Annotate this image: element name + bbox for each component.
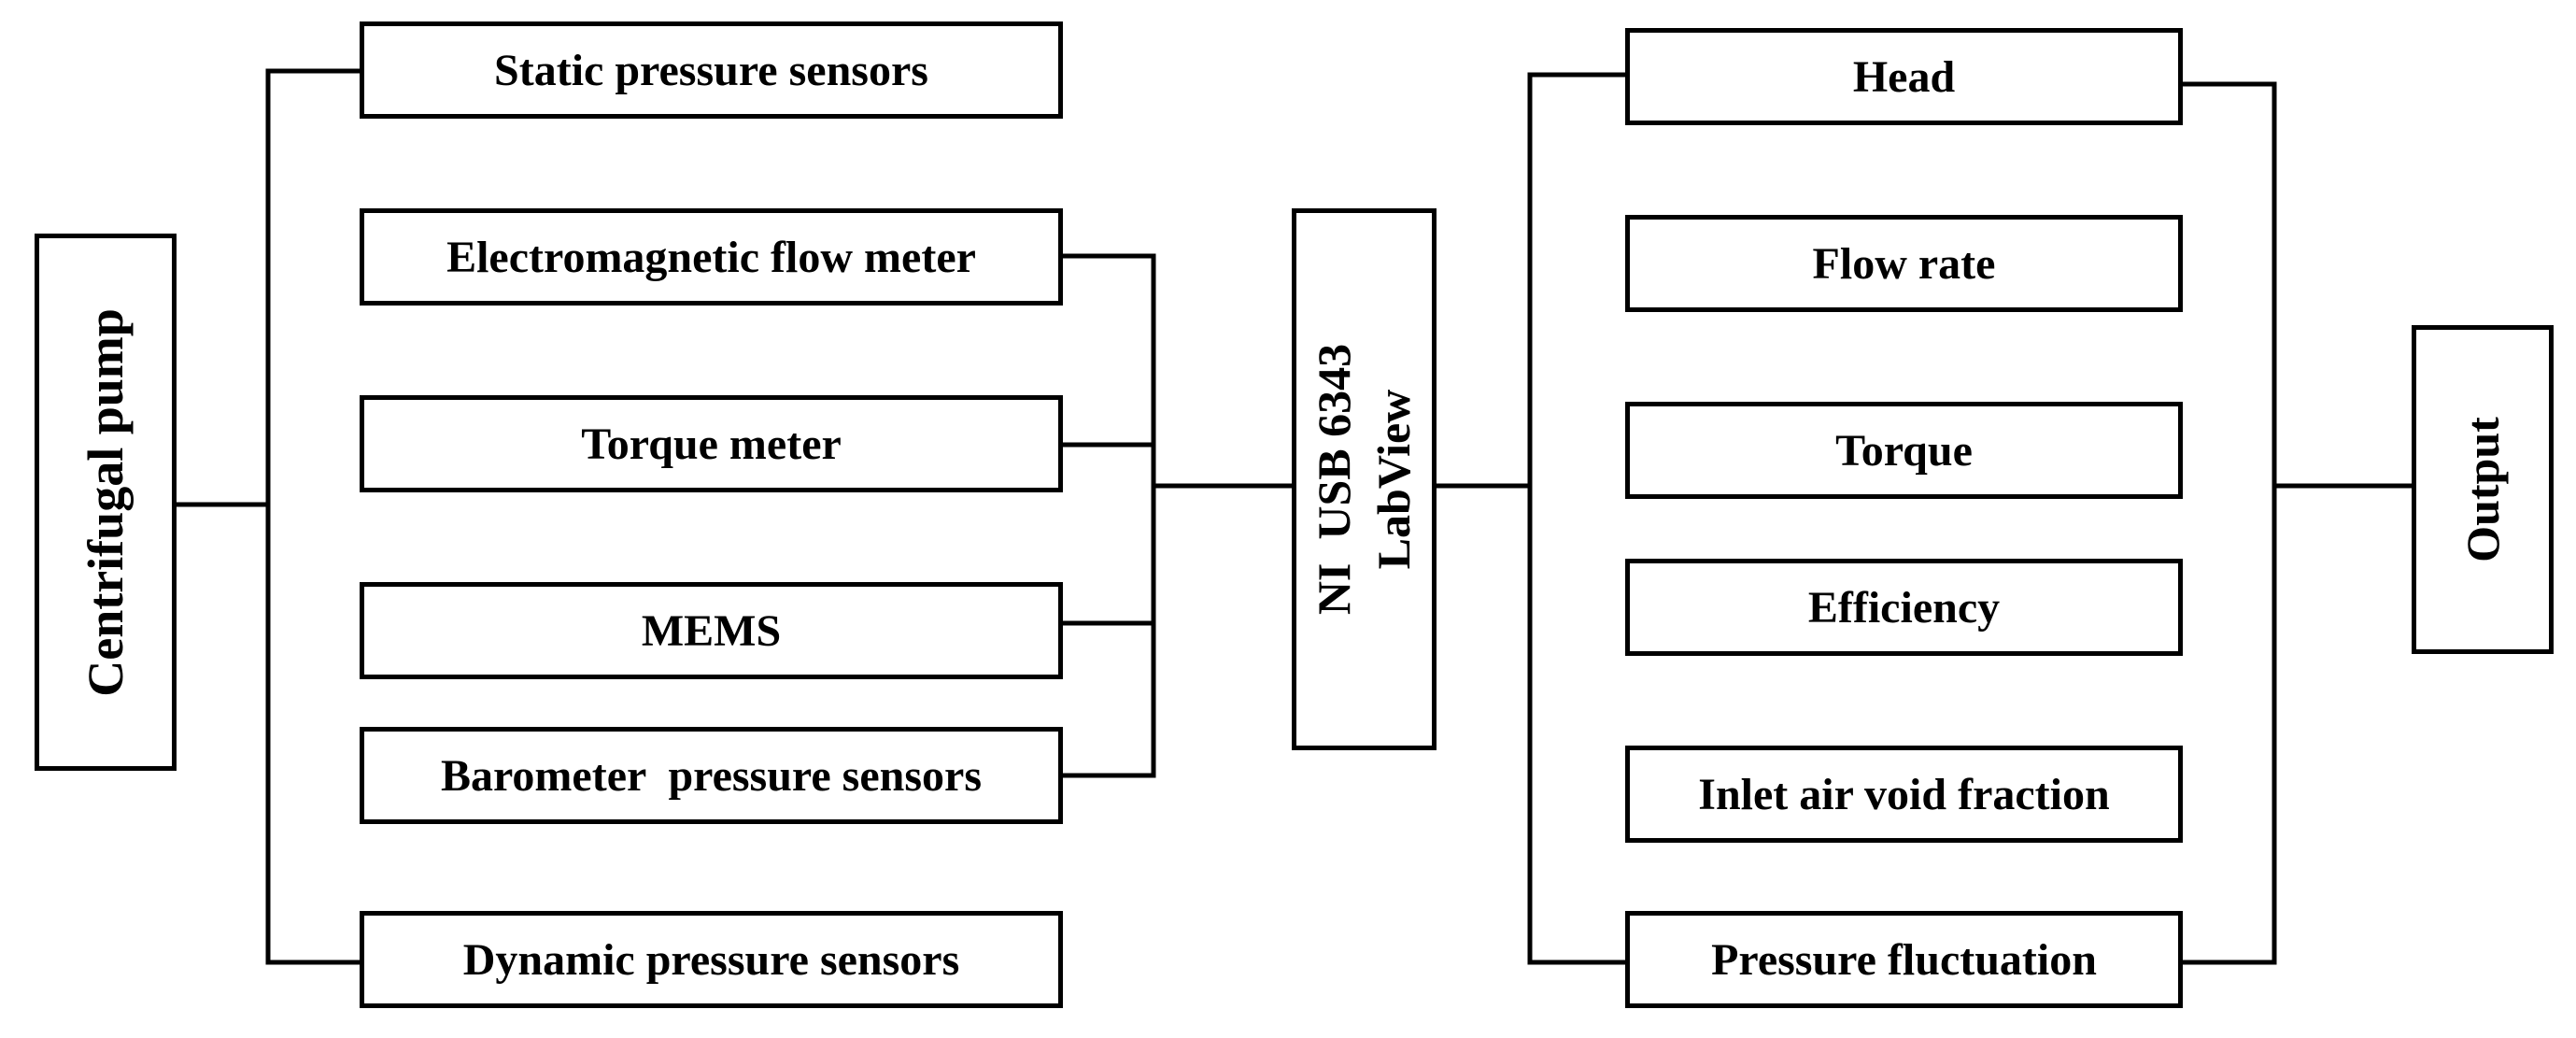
output-inlet-air-void-fraction: Inlet air void fraction <box>1625 746 2183 843</box>
sensor-label: Torque meter <box>581 419 842 469</box>
output-head: Head <box>1625 28 2183 125</box>
output-flow-rate: Flow rate <box>1625 215 2183 312</box>
output-label: Pressure fluctuation <box>1711 934 2097 985</box>
final-output-label: Output <box>2456 417 2509 562</box>
sensor-mems: MEMS <box>360 582 1063 679</box>
sensor-label: Static pressure sensors <box>494 45 928 95</box>
sensor-label: Barometer pressure sensors <box>440 750 983 801</box>
sensor-dynamic-pressure: Dynamic pressure sensors <box>360 911 1063 1008</box>
output-label: Inlet air void fraction <box>1698 769 2110 819</box>
daq-box: NI USB 6343 LabView <box>1292 208 1437 750</box>
output-label: Torque <box>1835 425 1973 476</box>
centrifugal-pump-box: Centrifugal pump <box>35 234 177 771</box>
daq-line2: LabView <box>1367 389 1421 570</box>
centrifugal-pump-label: Centrifugal pump <box>78 307 134 697</box>
output-label: Head <box>1852 51 1956 102</box>
final-output-box: Output <box>2412 325 2554 654</box>
output-pressure-fluctuation: Pressure fluctuation <box>1625 911 2183 1008</box>
sensor-label: Dynamic pressure sensors <box>462 934 960 985</box>
sensor-barometer-pressure: Barometer pressure sensors <box>360 727 1063 824</box>
sensor-static-pressure: Static pressure sensors <box>360 21 1063 119</box>
daq-line1: NI USB 6343 <box>1308 343 1361 616</box>
sensor-label: Electromagnetic flow meter <box>446 232 976 282</box>
daq-label: NI USB 6343 LabView <box>1305 344 1424 615</box>
sensor-label: MEMS <box>641 605 782 656</box>
output-torque: Torque <box>1625 402 2183 499</box>
output-efficiency: Efficiency <box>1625 559 2183 656</box>
sensor-electromagnetic-flow-meter: Electromagnetic flow meter <box>360 208 1063 306</box>
sensor-torque-meter: Torque meter <box>360 395 1063 492</box>
output-label: Efficiency <box>1807 582 2001 633</box>
output-label: Flow rate <box>1812 238 1996 289</box>
